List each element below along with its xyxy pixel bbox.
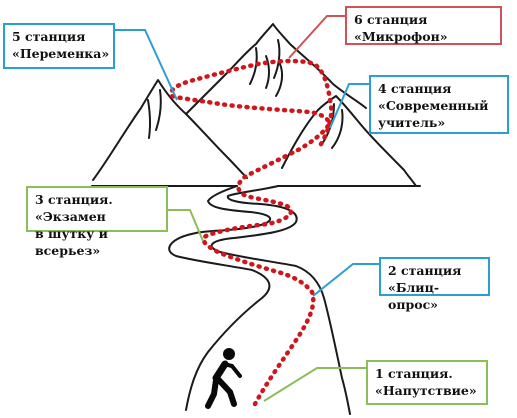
left-mountain	[92, 79, 248, 181]
dotted-route	[168, 58, 334, 407]
station-1-label: 1 станция. «Напутствие»	[366, 360, 488, 405]
station-4-label: 4 станция «Современный учитель»	[369, 75, 509, 134]
right-mountain	[281, 95, 417, 187]
winding-road	[168, 185, 351, 415]
leader-5	[115, 29, 178, 101]
station-2-label: 2 станция «Блиц-опрос»	[379, 257, 490, 312]
road-right-edge	[210, 185, 351, 415]
leader-4	[329, 83, 369, 129]
station-5-label: 5 станция «Переменка»	[3, 23, 115, 69]
leader-1	[263, 367, 366, 402]
leader-3	[168, 209, 204, 242]
road-left-edge	[168, 185, 272, 411]
leader-2	[312, 263, 379, 297]
station-6-label: 6 станция «Микрофон»	[345, 6, 502, 45]
leader-6	[288, 15, 345, 59]
walking-person-icon	[205, 348, 242, 409]
central-mountain	[185, 23, 367, 115]
callout-leaders	[115, 15, 379, 402]
station-3-label: 3 станция. «Экзамен в шутку и всерьез»	[26, 186, 168, 258]
